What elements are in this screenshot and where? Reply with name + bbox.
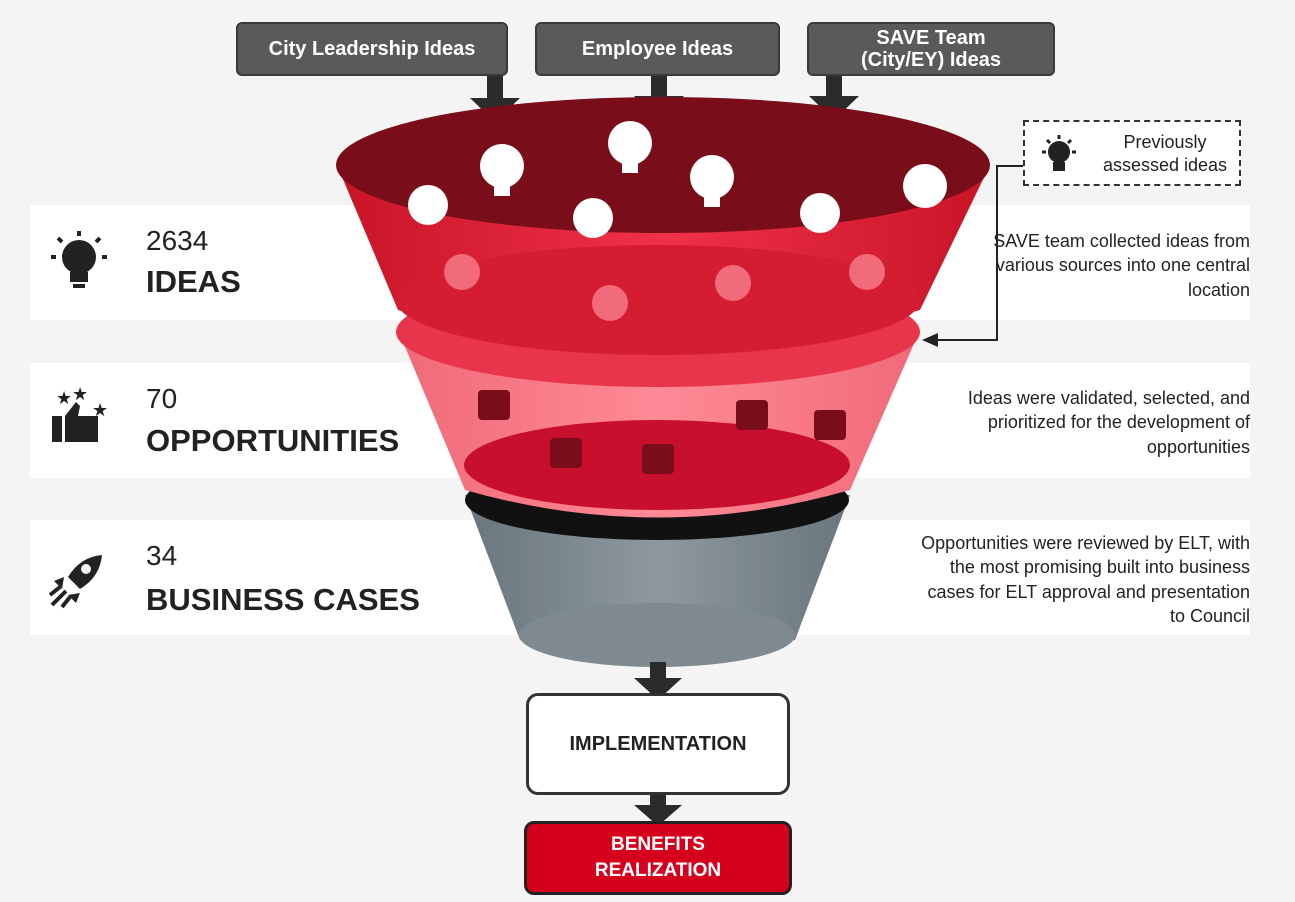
ideas-count: 2634 xyxy=(146,225,209,256)
process-arrows xyxy=(634,662,682,826)
previous-ideas-connector xyxy=(935,165,1023,341)
previous-ideas-arrowhead xyxy=(922,333,938,347)
business-cases-label: BUSINESS CASES xyxy=(146,582,420,617)
svg-text:★: ★ xyxy=(56,388,72,408)
source-save-team-ideas: SAVE Team (City/EY) Ideas xyxy=(807,22,1055,76)
benefits-line2: REALIZATION xyxy=(594,860,722,881)
ideas-label: IDEAS xyxy=(146,264,241,299)
lightbulb-icon xyxy=(1042,135,1076,171)
opportunity-thumbs xyxy=(478,390,846,474)
opportunities-description: Ideas were validated, selected, and prio… xyxy=(967,388,1250,457)
implementation-box: IMPLEMENTATION xyxy=(526,693,790,795)
previously-assessed-ideas-box: Previously assessed ideas xyxy=(1023,120,1241,186)
opportunities-label: OPPORTUNITIES xyxy=(146,423,400,458)
ideas-bulbs-faded xyxy=(444,254,885,321)
source-city-leadership-ideas: City Leadership Ideas xyxy=(236,22,508,76)
ideas-bulbs xyxy=(408,121,947,238)
source-employee-ideas: Employee Ideas xyxy=(535,22,780,76)
rocket-icon xyxy=(48,555,102,609)
lightbulb-icon xyxy=(51,231,107,288)
benefits-realization-box: BENEFITS REALIZATION xyxy=(524,821,792,895)
business-cases-description: Opportunities were reviewed by ELT, with… xyxy=(921,533,1250,626)
svg-text:★: ★ xyxy=(92,400,108,420)
implementation-label: IMPLEMENTATION xyxy=(569,732,747,755)
benefits-line1: BENEFITS xyxy=(611,834,705,856)
previously-assessed-ideas-label: Previously assessed ideas xyxy=(1102,132,1228,176)
thumbs-up-stars-icon: ★★★ xyxy=(52,386,108,442)
opportunities-count: 70 xyxy=(146,383,178,414)
funnel-segment-ideas xyxy=(336,97,990,355)
business-cases-count: 34 xyxy=(146,540,178,571)
ideas-description: SAVE team collected ideas from various s… xyxy=(993,231,1250,300)
svg-text:★: ★ xyxy=(72,386,88,404)
